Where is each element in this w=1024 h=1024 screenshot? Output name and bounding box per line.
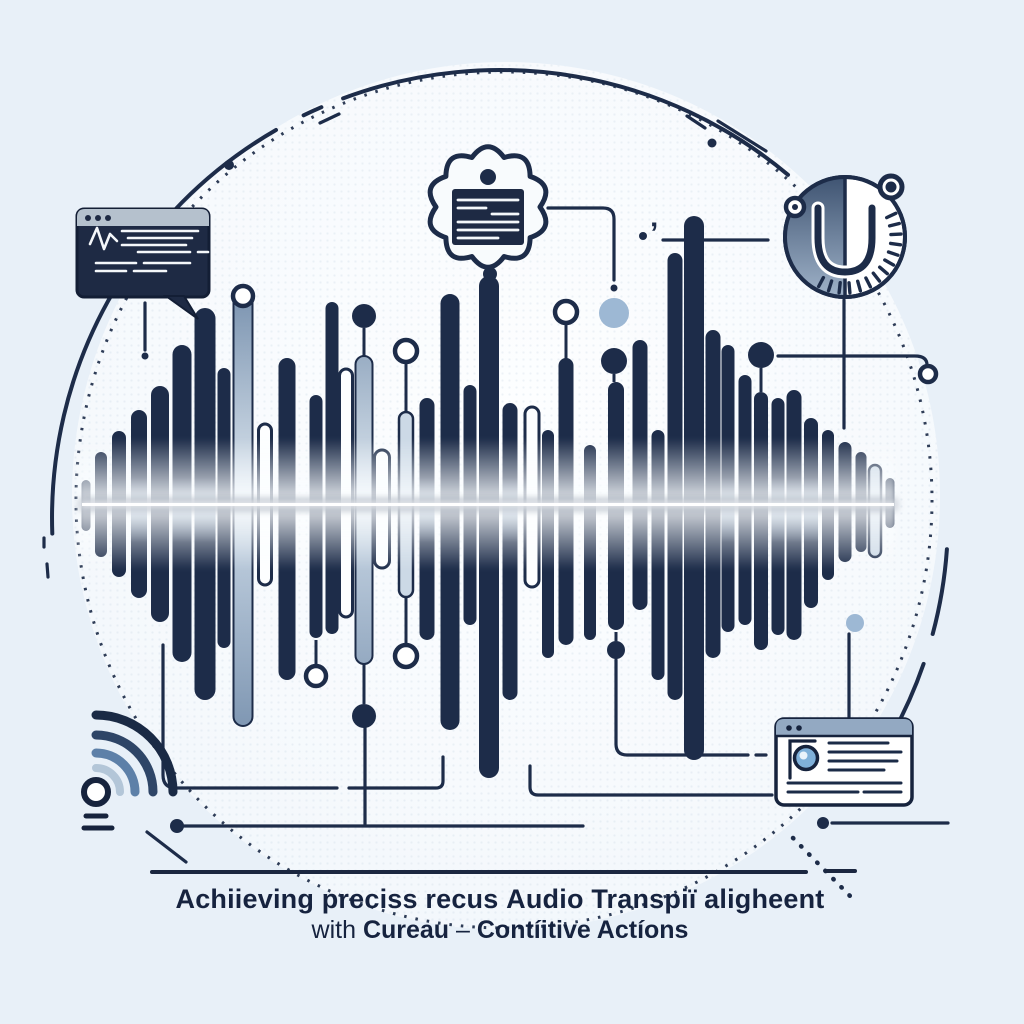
wifi-signal-icon xyxy=(81,710,178,831)
caption-line-1: Achiieving preciss recus Audio Transpiï … xyxy=(0,884,1000,916)
decorative-arcs: ’ xyxy=(50,68,949,930)
caption-line2-suffix: Contíitive Actíons xyxy=(476,915,689,944)
caption-separator: – xyxy=(449,915,477,944)
caption-line1-regular: Achiieving preciss recus xyxy=(175,884,507,914)
gauge-dial-icon xyxy=(783,173,907,299)
code-window-icon xyxy=(75,207,211,320)
caption-line1-bold: Audio Transpiï aligheent xyxy=(506,884,825,914)
svg-text:’: ’ xyxy=(650,217,658,250)
caption-line-2: with Cureau – Contíitive Actíons xyxy=(0,916,1000,946)
badge-seal-icon xyxy=(427,144,549,270)
caption-line2-prefix: with xyxy=(311,915,363,944)
caption: Achiieving preciss recus Audio Transpiï … xyxy=(0,884,1000,945)
caption-rule xyxy=(150,869,857,874)
caption-brand: Cureau xyxy=(362,915,450,944)
browser-window-icon xyxy=(774,717,914,807)
connector-lines xyxy=(42,112,950,864)
